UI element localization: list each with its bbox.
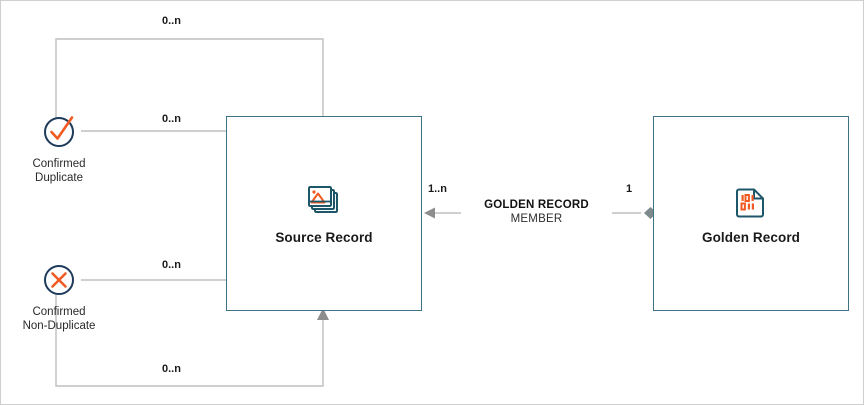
entity-golden-record[interactable]: Golden Record (653, 116, 849, 311)
image-stack-icon (308, 186, 338, 213)
relationship-title: GOLDEN RECORD (484, 199, 589, 211)
edge-nonduplicate-bottom-route (55, 280, 324, 387)
node-confirmed-non-duplicate-label: Confirmed Non-Duplicate (22, 306, 96, 332)
entity-golden-record-label: Golden Record (701, 230, 801, 245)
relationship-label: GOLDEN RECORD MEMBER (461, 197, 612, 227)
cardinality-label-bottom-route: 0..n (162, 363, 181, 375)
cardinality-label-source-side: 1..n (428, 183, 447, 195)
node-confirmed-duplicate-label: Confirmed Duplicate (32, 158, 86, 184)
cardinality-label-golden-side: 1 (626, 183, 633, 195)
relationship-subtitle: MEMBER (510, 213, 563, 225)
binary-document-icon (736, 188, 764, 218)
edge-duplicate-top-route (55, 38, 324, 131)
x-circle-icon (44, 265, 74, 295)
cardinality-label-upper-direct: 0..n (162, 113, 181, 125)
node-confirmed-non-duplicate[interactable]: Confirmed Non-Duplicate (1, 259, 119, 333)
check-circle-icon (44, 116, 74, 147)
entity-source-record[interactable]: Source Record (226, 116, 422, 311)
entity-source-record-label: Source Record (275, 230, 373, 245)
arrowhead-left-relationship (424, 207, 435, 219)
cardinality-label-top-route: 0..n (162, 15, 181, 27)
cardinality-label-lower-direct: 0..n (162, 259, 181, 271)
node-confirmed-duplicate[interactable]: Confirmed Duplicate (1, 111, 119, 185)
arrowhead-up-bottom (317, 308, 329, 320)
